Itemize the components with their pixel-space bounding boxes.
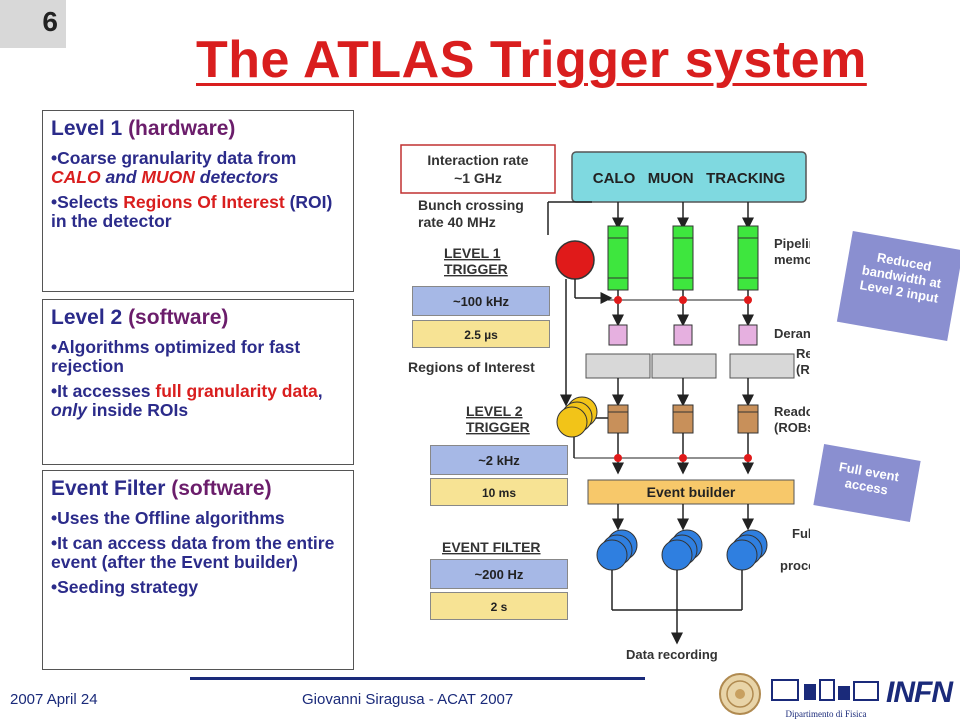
rods-label-2: (RODs) xyxy=(796,362,810,377)
level1-b1-post: detectors xyxy=(194,167,279,187)
level2-bullet-2: •It accesses full granularity data, only… xyxy=(51,382,345,420)
ef-latency-box: 2 s xyxy=(430,592,568,620)
level1-bullet-1: •Coarse granularity data from CALO and M… xyxy=(51,149,345,187)
data-recording-label: Data recording xyxy=(626,647,718,662)
level2-processors xyxy=(556,396,598,438)
level2-bullet-1: •Algorithms optimized for fast rejection xyxy=(51,337,301,376)
level2-b2-only: only xyxy=(51,400,87,420)
level1-b2-pre: •Selects xyxy=(51,192,124,212)
ef-rate-box: ~200 Hz xyxy=(430,559,568,589)
dipartimento-logo: Dipartimento di Fisica xyxy=(770,674,882,719)
ef-bullet-1: •Uses the Offline algorithms xyxy=(51,508,285,528)
event-builder-box xyxy=(587,479,795,505)
dipartimento-label: Dipartimento di Fisica xyxy=(785,709,867,719)
level1-processor xyxy=(555,240,595,280)
level1-b1-text: •Coarse granularity data from xyxy=(51,148,297,168)
robs-label-2: (ROBs) xyxy=(774,420,810,435)
level1-heading-sub: (hardware) xyxy=(128,117,236,140)
ef-bullet-3: •Seeding strategy xyxy=(51,577,199,597)
infn-logo: INFN xyxy=(886,676,953,709)
trigger-diagram-svg: Interaction rate ~1 GHz Bunch crossing r… xyxy=(400,144,810,662)
ef-heading-sub: (software) xyxy=(171,477,272,500)
pipeline-label-1: Pipeline xyxy=(774,236,810,251)
level2-trigger-line2: TRIGGER xyxy=(466,419,530,435)
level2-heading-sub: (software) xyxy=(128,306,229,329)
level1-heading: Level 1 (hardware) xyxy=(51,117,345,141)
level2-b2-full: full granularity data xyxy=(155,381,318,401)
footer-author: Giovanni Siragusa - ACAT 2007 xyxy=(302,691,514,708)
l1-latency-box: 2.5 µs xyxy=(412,320,550,348)
level1-b2-roi: Regions Of Interest xyxy=(123,192,285,212)
bunch-crossing-line2: rate 40 MHz xyxy=(418,214,496,230)
rod-1 xyxy=(585,353,651,379)
level1-b2-post: (ROI) in the detector xyxy=(51,192,333,231)
level1-panel: Level 1 (hardware) •Coarse granularity d… xyxy=(42,110,354,292)
level2-trigger-line1: LEVEL 2 xyxy=(466,403,523,419)
trigger-diagram: Interaction rate ~1 GHz Bunch crossing r… xyxy=(396,140,810,666)
l1-rate-box: ~100 kHz xyxy=(412,286,550,316)
slide-number: 6 xyxy=(0,0,66,48)
event-filter-label: EVENT FILTER xyxy=(442,539,541,555)
level1-b1-muon: MUON xyxy=(141,167,195,187)
reduced-bandwidth-note: Reduced bandwidth at Level 2 input xyxy=(836,230,960,342)
detector-box xyxy=(571,151,807,203)
full-event-label-1: Full-event buffers xyxy=(792,526,810,541)
level1-heading-main: Level 1 xyxy=(51,117,123,140)
derandomizers-label: Derandomizers xyxy=(774,326,810,341)
l2-latency-box: 10 ms xyxy=(430,478,568,506)
bunch-crossing-line1: Bunch crossing xyxy=(418,197,524,213)
level2-b2-post: inside ROIs xyxy=(86,400,189,420)
slide-title: The ATLAS Trigger system xyxy=(196,31,867,89)
level1-b1-and: and xyxy=(100,167,142,187)
interaction-rate-line2: ~1 GHz xyxy=(454,170,502,186)
full-event-access-note: Full event access xyxy=(813,443,921,523)
level1-trigger-line2: TRIGGER xyxy=(444,261,508,277)
interaction-rate-line1: Interaction rate xyxy=(427,152,528,168)
ef-bullet-2: •It can access data from the entire even… xyxy=(51,533,335,572)
pipeline-memories xyxy=(607,225,759,291)
ef-processors xyxy=(596,529,768,571)
rod-2 xyxy=(651,353,717,379)
level1-bullet-2: •Selects Regions Of Interest (ROI) in th… xyxy=(51,193,345,231)
pipeline-label-2: memories xyxy=(774,252,810,267)
footer-date: 2007 April 24 xyxy=(10,691,98,708)
ef-heading-main: Event Filter xyxy=(51,477,166,500)
level1-trigger-line1: LEVEL 1 xyxy=(444,245,501,261)
event-filter-panel: Event Filter (software) •Uses the Offlin… xyxy=(42,470,354,670)
interaction-rate-box xyxy=(400,144,556,194)
university-seal-logo xyxy=(718,672,762,716)
level2-heading-main: Level 2 xyxy=(51,306,123,329)
level2-panel: Level 2 (software) •Algorithms optimized… xyxy=(42,299,354,465)
level2-b2-mid: , xyxy=(317,381,323,401)
robs-label-1: Readout buffers xyxy=(774,404,810,419)
event-builder-label: Event builder xyxy=(647,484,736,500)
detectors-label: CALO MUON TRACKING xyxy=(593,170,786,187)
rods-label-1: Readout drivers xyxy=(796,346,810,361)
rod-3 xyxy=(729,353,795,379)
ef-heading: Event Filter (software) xyxy=(51,477,345,501)
l2-rate-box: ~2 kHz xyxy=(430,445,568,475)
regions-of-interest-label: Regions of Interest xyxy=(408,359,535,375)
full-event-label-3: processor sub-farms xyxy=(780,558,810,573)
footer-line xyxy=(190,677,645,680)
level2-b2-pre: •It accesses xyxy=(51,381,156,401)
level1-b1-calo: CALO xyxy=(51,167,101,187)
level2-heading: Level 2 (software) xyxy=(51,306,345,330)
